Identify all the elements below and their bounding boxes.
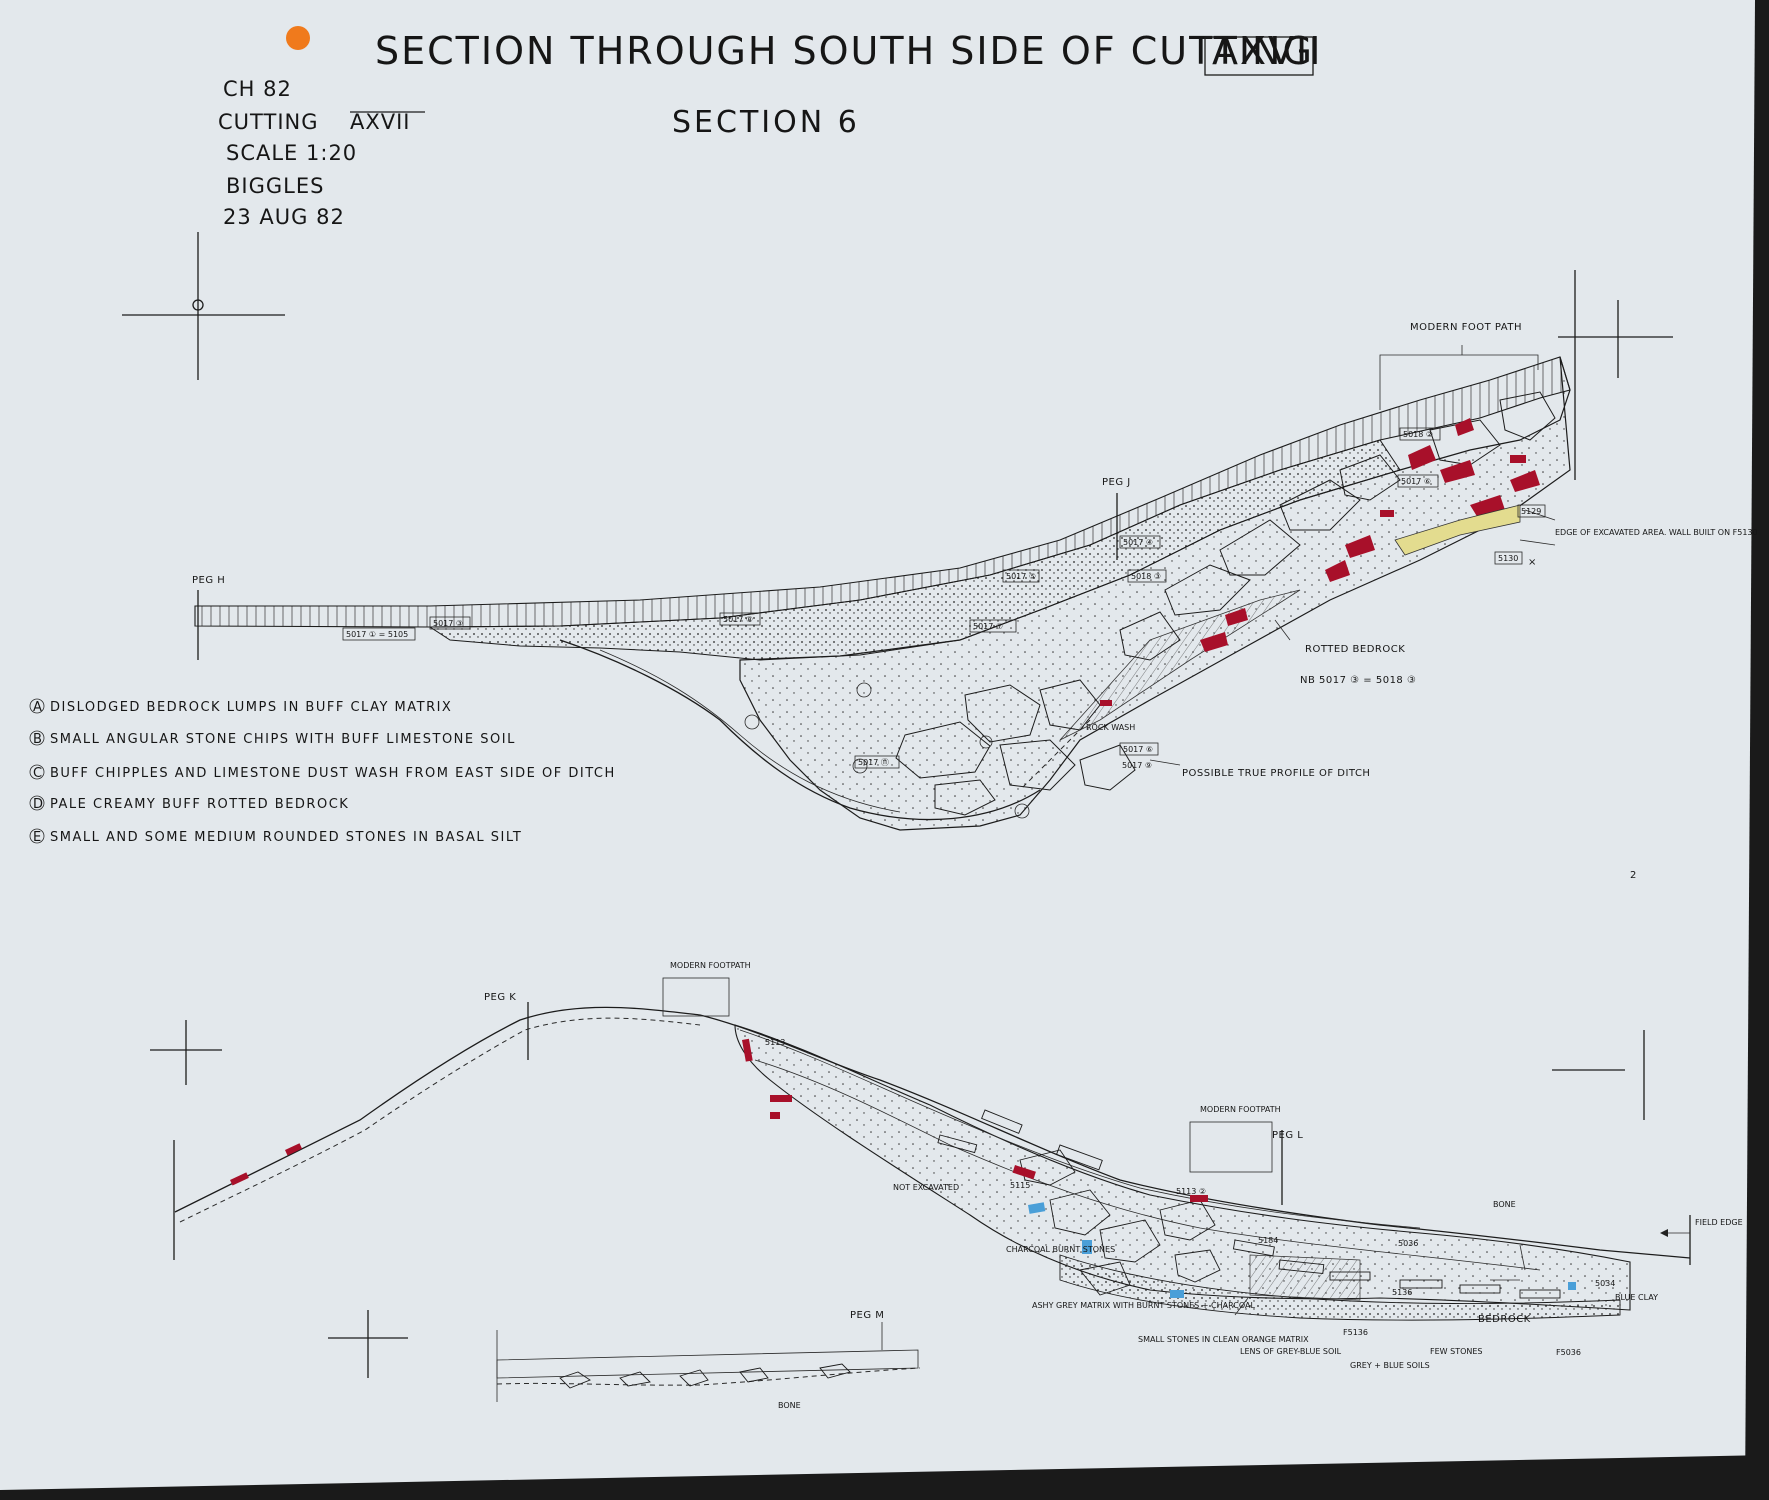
- upper-section: [194, 270, 1576, 831]
- ctx-5018-3: 5018 ③: [1131, 572, 1161, 581]
- upper-ditch-fill: [739, 356, 1571, 831]
- meta-scale: SCALE 1:20: [226, 141, 357, 165]
- paper-shadow-bottom: [0, 1455, 1769, 1500]
- page-number: 2: [1630, 870, 1637, 881]
- key-marker-d: D: [33, 797, 45, 812]
- label-peg-h: PEG H: [192, 575, 225, 586]
- ctx-5113-2: 5113 ②: [1176, 1187, 1206, 1196]
- lower-footpath-box-b: [1189, 1121, 1273, 1173]
- label-modern-footpath-upper: MODERN FOOT PATH: [1410, 322, 1522, 333]
- label-mark-x: ×: [1528, 557, 1537, 568]
- lower-red-stones: [229, 1038, 1208, 1202]
- key-item-c: C BUFF CHIPPLES AND LIMESTONE DUST WASH …: [29, 764, 616, 781]
- label-blue-clay: BLUE CLAY: [1615, 1293, 1658, 1302]
- key-item-b: B SMALL ANGULAR STONE CHIPS WITH BUFF LI…: [29, 730, 516, 747]
- label-peg-k: PEG K: [484, 992, 516, 1003]
- ctx-5115: 5115: [1010, 1181, 1030, 1190]
- note-small-stones: SMALL STONES IN CLEAN ORANGE MATRIX: [1138, 1335, 1309, 1344]
- key-marker-e: E: [33, 830, 43, 845]
- registration-cross-bottom-left: [328, 1310, 408, 1378]
- registration-cross-top-right: [1558, 300, 1673, 378]
- ctx-5113: 5113: [765, 1038, 785, 1047]
- key-text-a: DISLODGED BEDROCK LUMPS IN BUFF CLAY MAT…: [50, 700, 452, 715]
- meta-drawn-by: BIGGLES: [226, 174, 324, 198]
- label-peg-m: PEG M: [850, 1310, 884, 1321]
- lower-section: [173, 977, 1691, 1402]
- title-cutting-box: [1204, 36, 1314, 76]
- registration-cross-mid-left: [150, 1020, 222, 1085]
- label-possible-profile: POSSIBLE TRUE PROFILE OF DITCH: [1182, 768, 1370, 779]
- meta-cutting-prefix: CUTTING: [218, 110, 319, 134]
- label-bedrock: BEDROCK: [1478, 1314, 1531, 1325]
- label-field-edge: FIELD EDGE: [1695, 1218, 1743, 1227]
- ctx-5017-8: 5017 ⑧: [723, 615, 753, 624]
- label-modern-footpath-b: MODERN FOOTPATH: [1200, 1105, 1281, 1114]
- ctx-5017-9: 5017 ⑨: [1122, 761, 1152, 770]
- paper-shadow-right: [1745, 0, 1769, 1500]
- key-marker-b: B: [33, 732, 43, 747]
- registration-cross-top-left: [122, 232, 285, 380]
- ctx-5017-6b: 5017 ⑥: [1123, 745, 1153, 754]
- lower-footpath-box-a: [662, 977, 730, 1017]
- note-ashy-matrix: ASHY GREY MATRIX WITH BURNT STONES + CHA…: [1032, 1301, 1255, 1310]
- note-few-stones: FEW STONES: [1430, 1347, 1483, 1356]
- ctx-f5136: F5136: [1343, 1328, 1368, 1337]
- ctx-5017-7: 5017 ⑦: [973, 622, 1003, 631]
- meta-date: 23 AUG 82: [223, 205, 345, 229]
- lower-blue-stones: [1028, 1202, 1576, 1298]
- key-marker-c: C: [33, 766, 44, 781]
- ctx-5034: 5034: [1595, 1279, 1615, 1288]
- note-lenses: LENS OF GREY-BLUE SOIL: [1240, 1347, 1342, 1356]
- lower-basal-band: [1059, 1254, 1621, 1321]
- ctx-5017-5: 5017 ⑤: [1006, 572, 1036, 581]
- ctx-5130: 5130: [1498, 554, 1518, 563]
- ctx-5017-6a: 5017 ⑥: [1401, 477, 1431, 486]
- key-text-c: BUFF CHIPPLES AND LIMESTONE DUST WASH FR…: [50, 766, 616, 781]
- title-cutting-id: AXVII: [1212, 29, 1322, 73]
- drawing-title: SECTION THROUGH SOUTH SIDE OF CUTTING: [375, 29, 1314, 73]
- key-item-a: A DISLODGED BEDROCK LUMPS IN BUFF CLAY M…: [29, 698, 452, 715]
- section-label: SECTION 6: [672, 105, 860, 140]
- ctx-5018-2: 5018 ②: [1403, 430, 1433, 439]
- ctx-f5036: F5036: [1556, 1348, 1581, 1357]
- ctx-5017-11: 5017 ⑪: [858, 758, 889, 767]
- label-bone-inset: BONE: [778, 1401, 801, 1410]
- key-marker-a: A: [33, 700, 43, 715]
- label-rotted-bedrock: ROTTED BEDROCK: [1305, 644, 1405, 655]
- upper-context-labels: 5018 ② 5017 ⑥ 5129 5130 5017 ④ 5017 ⑤ 50…: [342, 427, 1546, 770]
- label-bone-section: BONE: [1493, 1200, 1516, 1209]
- label-modern-footpath-a: MODERN FOOTPATH: [670, 961, 751, 970]
- upper-yellow-patch: [1394, 504, 1521, 556]
- ctx-5017-3: 5017 ③: [433, 619, 463, 628]
- ctx-5136: 5136: [1392, 1288, 1412, 1297]
- key-text-e: SMALL AND SOME MEDIUM ROUNDED STONES IN …: [50, 830, 522, 845]
- ctx-5036: 5036: [1398, 1239, 1418, 1248]
- meta-site: CH 82: [223, 77, 292, 101]
- meta-cutting-id: AXVII: [350, 110, 411, 134]
- ctx-5017-4: 5017 ④: [1123, 538, 1153, 547]
- key-item-e: E SMALL AND SOME MEDIUM ROUNDED STONES I…: [29, 828, 522, 845]
- note-grey-blue: GREY + BLUE SOILS: [1350, 1361, 1430, 1370]
- upper-footpath-bracket: [1379, 354, 1539, 410]
- ctx-5129: 5129: [1521, 507, 1541, 516]
- label-peg-l: PEG L: [1272, 1130, 1303, 1141]
- note-charcoal-burnt: CHARCOAL BURNT STONES: [1006, 1245, 1115, 1254]
- ctx-5017-1: 5017 ① = 5105: [346, 630, 408, 639]
- upper-ditch-profile: [559, 639, 1041, 821]
- label-peg-j: PEG J: [1102, 477, 1131, 488]
- registration-cross-mid-right: [1552, 1030, 1645, 1120]
- ctx-5184: 5184: [1258, 1236, 1278, 1245]
- legend-key: A DISLODGED BEDROCK LUMPS IN BUFF CLAY M…: [29, 698, 616, 845]
- label-edge-note: EDGE OF EXCAVATED AREA. WALL BUILT ON F5…: [1555, 528, 1758, 537]
- key-item-d: D PALE CREAMY BUFF ROTTED BEDROCK: [29, 795, 349, 812]
- label-nb-note: NB 5017 ③ = 5018 ③: [1300, 675, 1416, 686]
- key-text-b: SMALL ANGULAR STONE CHIPS WITH BUFF LIME…: [50, 732, 516, 747]
- orange-dot-marker: [286, 26, 310, 50]
- label-not-excavated: NOT EXCAVATED: [893, 1183, 959, 1192]
- label-rock-wash: ROCK WASH: [1086, 723, 1135, 732]
- key-text-d: PALE CREAMY BUFF ROTTED BEDROCK: [50, 797, 349, 812]
